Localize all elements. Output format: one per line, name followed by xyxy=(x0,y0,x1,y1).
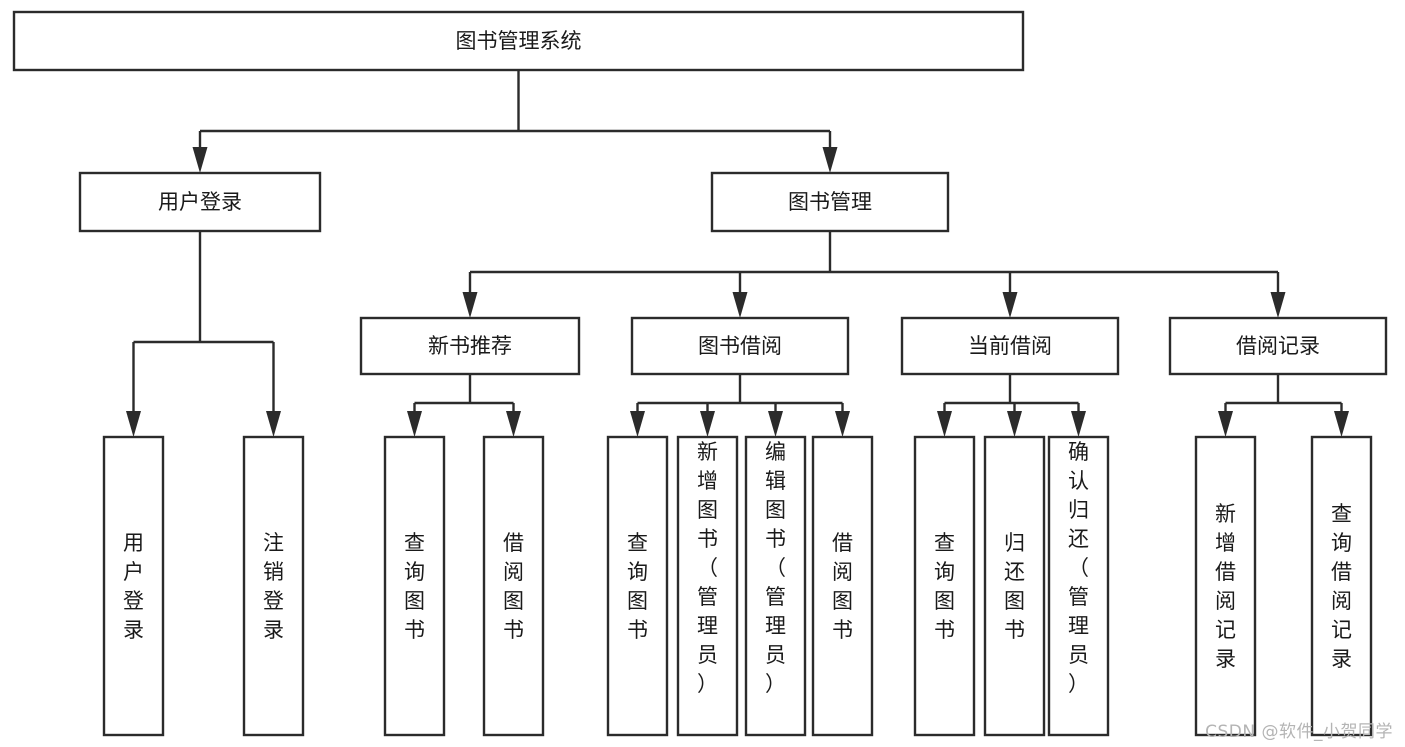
node-box-user-login[interactable] xyxy=(78,171,322,233)
node-label-leaf-edit-book: 编辑图书（管理员） xyxy=(765,440,786,696)
node-box-new-book-rec[interactable] xyxy=(359,316,581,376)
node-label-user-login: 用户登录 xyxy=(158,190,242,214)
node-box-leaf-return-book[interactable] xyxy=(983,435,1046,737)
node-label-leaf-query-record: 查询借阅记录 xyxy=(1331,502,1352,671)
node-label-leaf-borrow-book-1: 借阅图书 xyxy=(503,531,524,642)
node-new-book-rec[interactable]: 新书推荐 xyxy=(359,316,581,376)
connector-group-user-login xyxy=(126,231,281,437)
node-box-current-borrow[interactable] xyxy=(900,316,1120,376)
node-box-book-manage[interactable] xyxy=(710,171,950,233)
node-label-new-book-rec: 新书推荐 xyxy=(428,334,512,358)
node-box-leaf-user-login[interactable] xyxy=(102,435,165,737)
node-box-leaf-edit-book[interactable] xyxy=(744,435,807,737)
node-label-current-borrow: 当前借阅 xyxy=(968,334,1052,358)
node-leaf-borrow-book-1[interactable]: 借阅图书 xyxy=(482,435,545,737)
node-box-leaf-query-book-1[interactable] xyxy=(383,435,446,737)
node-current-borrow[interactable]: 当前借阅 xyxy=(900,316,1120,376)
node-label-leaf-add-record: 新增借阅记录 xyxy=(1215,502,1236,671)
node-leaf-borrow-book-2[interactable]: 借阅图书 xyxy=(811,435,874,737)
node-box-leaf-add-book[interactable] xyxy=(676,435,739,737)
node-layer: 图书管理系统用户登录图书管理新书推荐图书借阅当前借阅借阅记录用户登录注销登录查询… xyxy=(12,10,1388,737)
node-box-leaf-borrow-book-2[interactable] xyxy=(811,435,874,737)
node-box-leaf-logout[interactable] xyxy=(242,435,305,737)
connector-group-root xyxy=(192,70,838,173)
node-book-borrow[interactable]: 图书借阅 xyxy=(630,316,850,376)
node-label-leaf-add-book: 新增图书（管理员） xyxy=(697,440,718,696)
node-root[interactable]: 图书管理系统 xyxy=(12,10,1025,72)
node-box-borrow-record[interactable] xyxy=(1168,316,1388,376)
connector-group-book-manage xyxy=(462,231,1286,318)
node-box-book-borrow[interactable] xyxy=(630,316,850,376)
node-label-leaf-user-login: 用户登录 xyxy=(123,531,144,642)
node-leaf-edit-book[interactable]: 编辑图书（管理员） xyxy=(744,435,807,737)
node-leaf-add-book[interactable]: 新增图书（管理员） xyxy=(676,435,739,737)
connector-group-new-book-rec xyxy=(407,374,521,437)
node-leaf-confirm-return[interactable]: 确认归还（管理员） xyxy=(1047,435,1110,737)
node-label-leaf-confirm-return: 确认归还（管理员） xyxy=(1068,440,1089,696)
connector-group-book-borrow xyxy=(630,374,850,437)
node-leaf-query-book-2[interactable]: 查询图书 xyxy=(606,435,669,737)
watermark-label: CSDN @软件_小贺同学 xyxy=(1205,722,1393,742)
node-label-leaf-query-book-1: 查询图书 xyxy=(404,531,425,642)
node-label-root: 图书管理系统 xyxy=(456,29,582,53)
node-box-leaf-query-book-2[interactable] xyxy=(606,435,669,737)
node-leaf-logout[interactable]: 注销登录 xyxy=(242,435,305,737)
node-label-borrow-record: 借阅记录 xyxy=(1236,334,1320,358)
node-book-manage[interactable]: 图书管理 xyxy=(710,171,950,233)
node-leaf-query-record[interactable]: 查询借阅记录 xyxy=(1310,435,1373,737)
node-leaf-user-login[interactable]: 用户登录 xyxy=(102,435,165,737)
connector-group-borrow-record xyxy=(1218,374,1349,437)
node-label-leaf-query-book-3: 查询图书 xyxy=(934,531,955,642)
node-box-leaf-confirm-return[interactable] xyxy=(1047,435,1110,737)
node-box-leaf-query-record[interactable] xyxy=(1310,435,1373,737)
node-box-leaf-borrow-book-1[interactable] xyxy=(482,435,545,737)
connector-group-current-borrow xyxy=(937,374,1086,437)
node-leaf-query-book-1[interactable]: 查询图书 xyxy=(383,435,446,737)
node-box-leaf-add-record[interactable] xyxy=(1194,435,1257,737)
node-box-leaf-query-book-3[interactable] xyxy=(913,435,976,737)
node-leaf-add-record[interactable]: 新增借阅记录 xyxy=(1194,435,1257,737)
node-box-root[interactable] xyxy=(12,10,1025,72)
node-label-leaf-return-book: 归还图书 xyxy=(1004,531,1025,642)
node-label-book-manage: 图书管理 xyxy=(788,190,872,214)
node-user-login[interactable]: 用户登录 xyxy=(78,171,322,233)
node-label-leaf-logout: 注销登录 xyxy=(263,531,284,642)
node-label-book-borrow: 图书借阅 xyxy=(698,334,782,358)
node-leaf-return-book[interactable]: 归还图书 xyxy=(983,435,1046,737)
node-label-leaf-query-book-2: 查询图书 xyxy=(627,531,648,642)
node-borrow-record[interactable]: 借阅记录 xyxy=(1168,316,1388,376)
connector-layer xyxy=(126,70,1349,437)
node-label-leaf-borrow-book-2: 借阅图书 xyxy=(832,531,853,642)
node-leaf-query-book-3[interactable]: 查询图书 xyxy=(913,435,976,737)
